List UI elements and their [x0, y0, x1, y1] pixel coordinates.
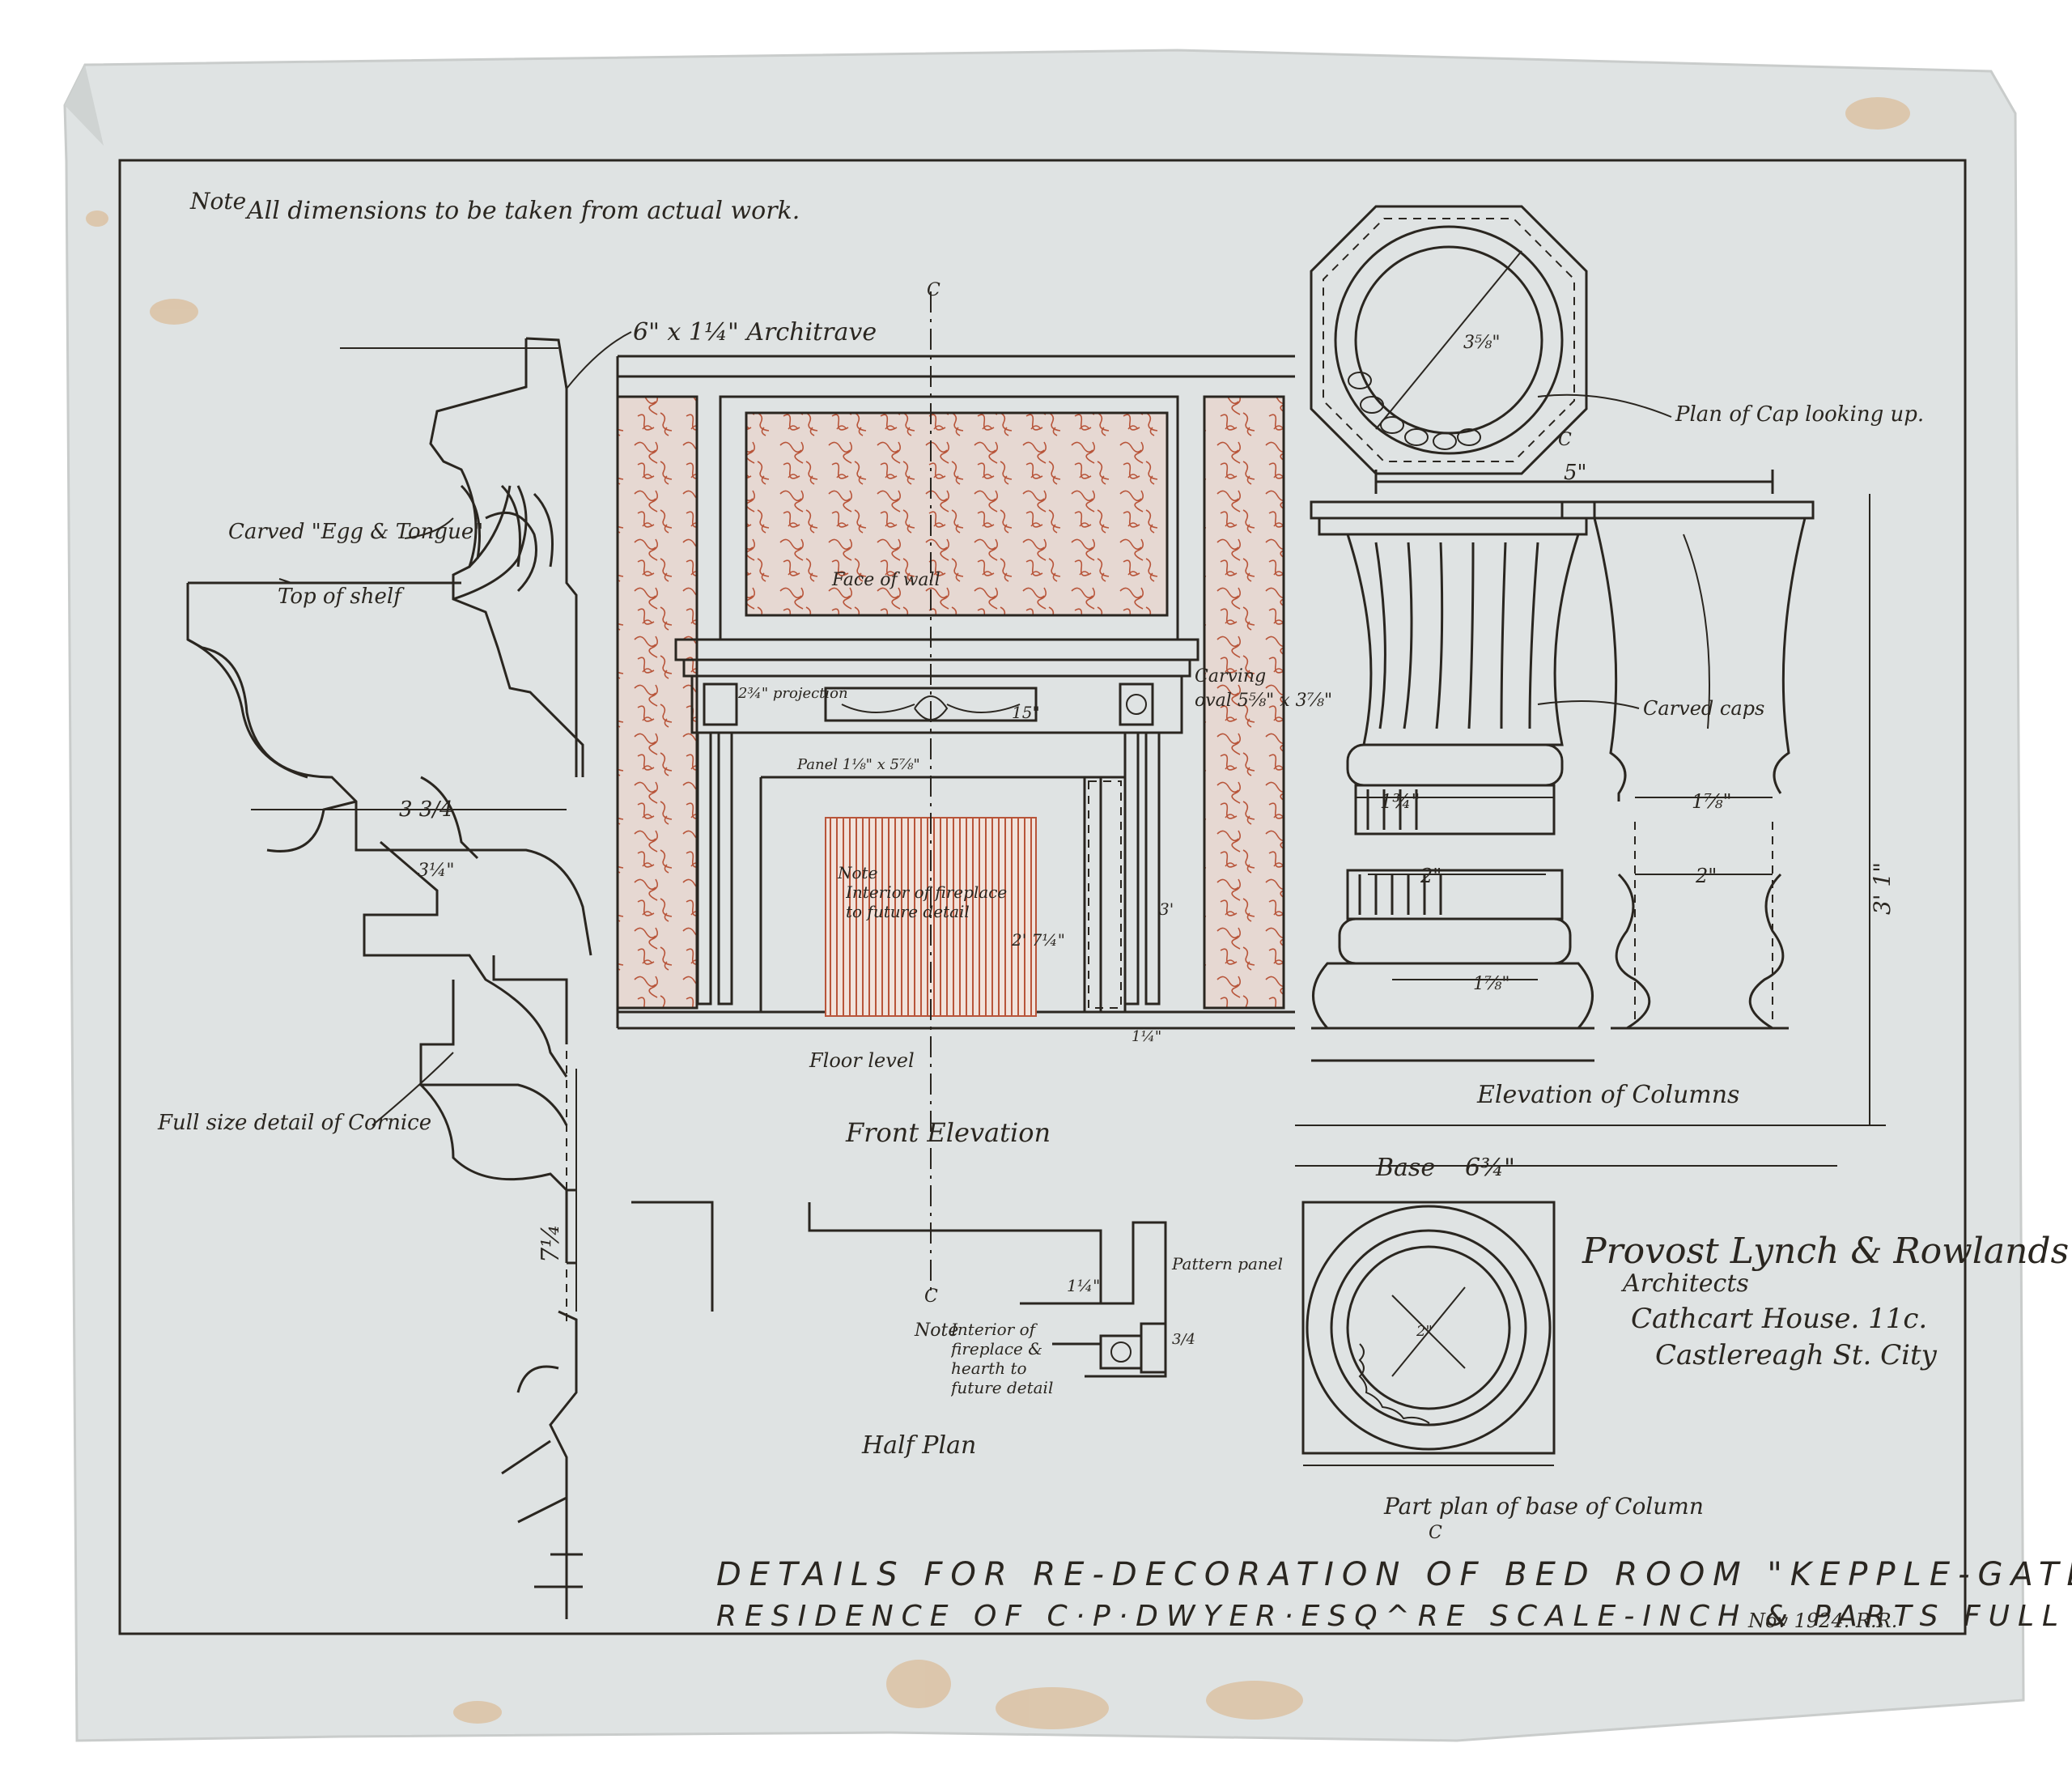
label-panel: Panel 1⅛" x 5⅞" [796, 756, 920, 773]
interior-note-heading: Note [837, 863, 877, 882]
leader-lines-left [278, 331, 632, 1126]
label-front-elevation: Front Elevation [845, 1117, 1051, 1148]
dim-1-7-8-a: 1⅞" [1692, 790, 1732, 813]
cap-egg-ornament [1348, 372, 1481, 450]
dim-3-1: 3' 1" [1869, 862, 1896, 915]
label-cornice-detail: Full size detail of Cornice [157, 1111, 431, 1135]
label-base: 6¾" [1465, 1154, 1515, 1182]
label-part-plan-base: Part plan of base of Column [1383, 1493, 1704, 1520]
centre-mark-base: C [1429, 1523, 1442, 1543]
label-half-plan: Half Plan [861, 1431, 976, 1460]
architect-address-1: Cathcart House. 11c. [1631, 1303, 1927, 1335]
label-architrave: 6" x 1¼" Architrave [633, 318, 877, 347]
dim-base-plan: 2" [1416, 1323, 1433, 1340]
interior-note-box: Interior of fireplace to future detail [846, 882, 1008, 921]
half-plan-note-box: Interior of fireplace & hearth to future… [951, 1320, 1054, 1397]
label-pattern-panel: Pattern panel [1171, 1254, 1283, 1273]
top-note-heading: Note [189, 188, 246, 215]
folded-corner [65, 65, 104, 146]
label-top-of-shelf: Top of shelf [278, 585, 405, 609]
dim-7-1-4: 7¼ [537, 1224, 565, 1263]
dim-1-1-4-plan: 1¼" [1067, 1276, 1100, 1295]
dim-1-1-4-elev: 1¼" [1132, 1028, 1161, 1045]
label-projection: 2¾" projection [737, 685, 848, 702]
title-date: Nov 1924. R.R. [1747, 1609, 1897, 1632]
half-plan [631, 1201, 1167, 1378]
interior-note: Interior of fireplace to future detail [846, 882, 1008, 921]
label-plan-of-cap: Plan of Cap looking up. [1675, 402, 1924, 427]
dim-5: 5" [1564, 461, 1587, 485]
dim-1-7-8-b: 1⅞" [1473, 974, 1509, 994]
architect-firm: Provost Lynch & Rowlands [1582, 1231, 2069, 1272]
centre-mark-top: C [927, 280, 940, 300]
label-floor-level: Floor level [809, 1049, 915, 1072]
label-carved-caps: Carved caps [1643, 697, 1764, 720]
title-line-2: RESIDENCE OF C·P·DWYER·ESQ^RE SCALE-INCH… [716, 1600, 2072, 1633]
top-note-text: All dimensions to be taken from actual w… [244, 197, 800, 225]
architect-address-2: Castlereagh St. City [1655, 1339, 1938, 1371]
dim-2-7: 2' 7¼" [1011, 930, 1065, 950]
column-dimension-lines [1295, 494, 1886, 1167]
architect-role: Architects [1620, 1269, 1749, 1298]
centre-mark-cap: C [1558, 430, 1572, 450]
label-face-of-wall: Face of wall [831, 570, 940, 590]
dim-3-3-4: 3 3/4 [399, 797, 453, 822]
dim-2-a: 2" [1420, 865, 1441, 887]
label-base-word: Base [1375, 1154, 1435, 1182]
centre-mark-half-plan: C [924, 1286, 938, 1307]
label-egg-tongue: Carved "Egg & Tongue" [228, 520, 483, 544]
dim-3-5-8: 3⅝" [1463, 333, 1500, 353]
drawing-border [118, 159, 1967, 1635]
dim-3-4: 3/4 [1172, 1331, 1195, 1348]
title-line-1: DETAILS FOR RE-DECORATION OF BED ROOM "K… [716, 1556, 2072, 1593]
cornice-dimension-lines [251, 347, 577, 1328]
dim-3-1-4: 3¼" [418, 861, 454, 881]
dim-15: 15" [1012, 703, 1040, 722]
label-carving: Carving [1195, 666, 1266, 687]
label-elevation-of-columns: Elevation of Columns [1476, 1081, 1739, 1109]
paper-sheet [63, 49, 2025, 1742]
dim-3-ft: 3' [1159, 899, 1174, 919]
half-plan-note: Interior of fireplace & hearth to future… [951, 1320, 1054, 1397]
foxing-stains [86, 97, 1910, 1729]
leader-carved-caps [1537, 700, 1640, 709]
base-plan [1301, 1201, 1556, 1466]
label-oval: oval 5⅝" x 3⅞" [1195, 691, 1332, 711]
cornice-profile [186, 337, 592, 1619]
dim-1-3-4: 1¾" [1380, 790, 1420, 813]
column-elevation [1310, 470, 1815, 1062]
front-elevation [616, 291, 1295, 1295]
leader-cap-plan [1537, 393, 1672, 418]
half-plan-note-heading: Note [914, 1320, 958, 1341]
dim-2-b: 2" [1695, 865, 1717, 887]
